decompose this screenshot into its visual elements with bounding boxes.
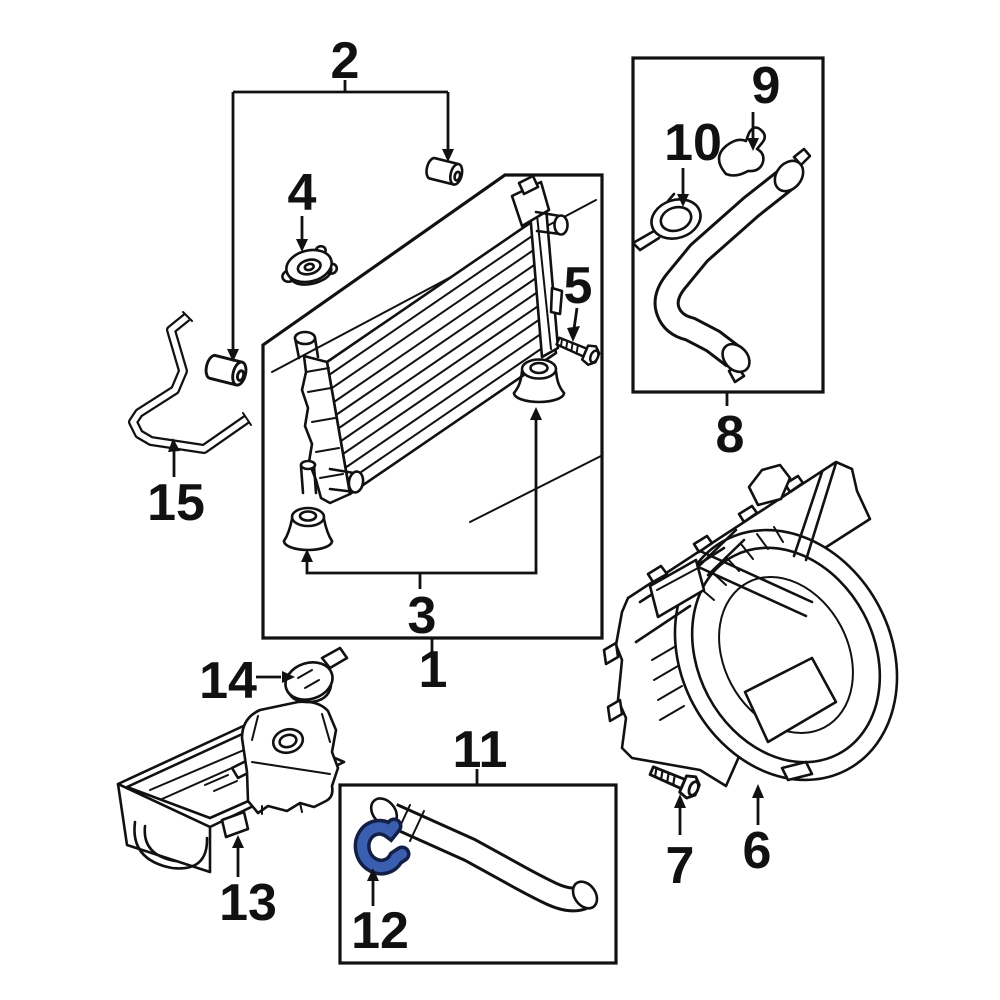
callout-10[interactable]: 10 — [664, 114, 722, 172]
leader-lines — [168, 80, 764, 906]
callout-2[interactable]: 2 — [331, 32, 360, 90]
callout-3[interactable]: 3 — [408, 587, 437, 645]
hose-clamp-9[interactable] — [717, 126, 767, 177]
callout-1[interactable]: 1 — [419, 641, 448, 699]
reservoir-tank-illustration[interactable] — [116, 700, 346, 874]
radiator-illustration[interactable] — [271, 174, 602, 523]
callout-9[interactable]: 9 — [752, 57, 781, 115]
callout-15[interactable]: 15 — [147, 474, 205, 532]
support-rod-illustration[interactable] — [128, 311, 252, 454]
grommet-side[interactable] — [512, 358, 566, 404]
callout-labels: 1 2 3 4 5 6 7 8 9 10 11 12 13 14 15 — [147, 32, 780, 960]
callout-8[interactable]: 8 — [716, 406, 745, 464]
fan-shroud-illustration[interactable] — [602, 460, 940, 819]
insulator-right[interactable] — [425, 156, 465, 186]
callout-7[interactable]: 7 — [666, 837, 695, 895]
upper-hose-illustration[interactable] — [653, 147, 812, 384]
callout-4[interactable]: 4 — [288, 164, 317, 222]
part-1-assembly-box — [261, 173, 604, 640]
callout-11[interactable]: 11 — [453, 721, 508, 779]
cap-14-illustration[interactable] — [281, 646, 349, 706]
lower-hose-illustration[interactable] — [366, 793, 602, 913]
callout-5[interactable]: 5 — [564, 257, 593, 315]
grommet-lower[interactable] — [282, 506, 334, 552]
bolt-7[interactable] — [647, 760, 702, 801]
radiator-cap-illustration[interactable] — [277, 244, 339, 291]
callout-13[interactable]: 13 — [219, 874, 277, 932]
hose-clip-highlighted[interactable] — [353, 817, 411, 876]
callout-12[interactable]: 12 — [351, 902, 409, 960]
callout-6[interactable]: 6 — [743, 822, 772, 880]
insulator-left[interactable] — [204, 354, 248, 387]
bolt-5[interactable] — [554, 332, 601, 367]
callout-14[interactable]: 14 — [199, 652, 257, 710]
hose-clamp-10[interactable] — [631, 192, 706, 252]
